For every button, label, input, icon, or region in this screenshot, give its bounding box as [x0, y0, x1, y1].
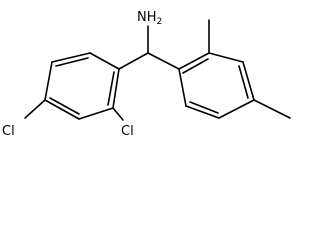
ortho-chloro-label: Cl	[121, 124, 134, 137]
bond-c-left-ring	[118, 52, 149, 70]
bond-r5	[185, 105, 220, 119]
right-benzene-ring	[178, 52, 255, 119]
bond-l2-inner	[55, 57, 89, 67]
bond-l2	[51, 52, 91, 63]
amine-label: NH2	[137, 10, 162, 27]
bond-to-ortho-cl	[112, 107, 124, 121]
left-benzene-ring	[44, 52, 120, 120]
amine-label-subscript: 2	[157, 17, 163, 27]
bond-l4	[44, 99, 80, 120]
bond-c-right-ring	[147, 52, 180, 70]
bond-r1-inner	[182, 58, 209, 74]
structure-canvas: NH2 Cl Cl	[2, 10, 291, 137]
bond-l1	[89, 52, 120, 70]
amine-label-text: NH	[137, 10, 157, 25]
bond-l3	[44, 61, 53, 101]
bond-r3	[242, 61, 255, 101]
bond-l6	[112, 68, 120, 109]
bond-r3-inner	[238, 65, 249, 99]
bond-para-methyl	[253, 99, 291, 119]
chemical-structure: NH2 Cl Cl	[2, 10, 291, 137]
bond-r6	[178, 68, 187, 107]
bond-r2	[208, 52, 244, 63]
bond-l6-inner	[107, 71, 115, 106]
bond-l4-inner	[49, 97, 80, 115]
bond-r5-inner	[189, 101, 219, 114]
bond-r4	[218, 99, 255, 119]
bond-to-para-cl	[24, 99, 46, 119]
bond-l5	[78, 107, 114, 120]
para-chloro-label: Cl	[2, 124, 15, 137]
bond-r1	[178, 52, 210, 70]
